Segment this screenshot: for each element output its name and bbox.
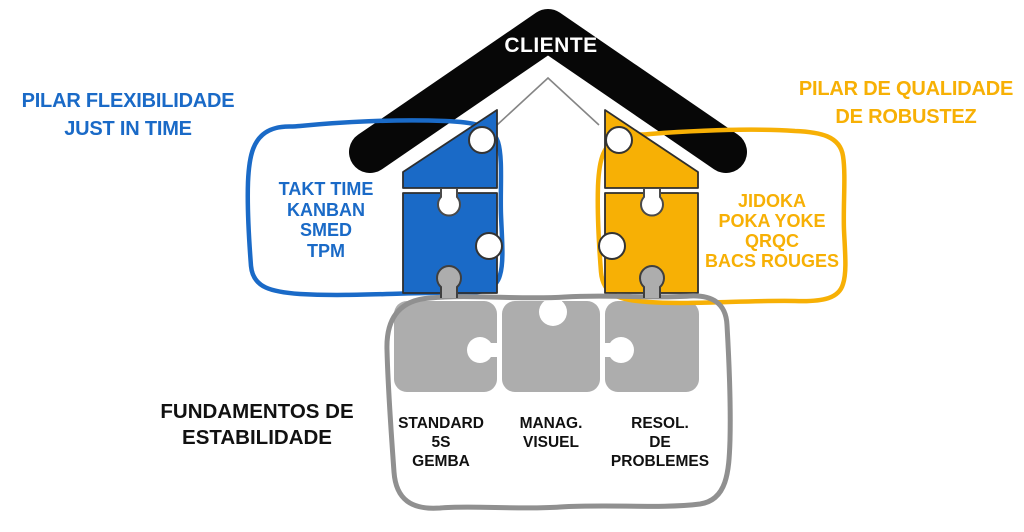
tool-item: BACS ROUGES (704, 251, 839, 271)
left-pillar-tools: TAKT TIME KANBAN SMED TPM (246, 179, 406, 261)
foundation-heading-line1: FUNDAMENTOS DE (160, 400, 354, 423)
foundation-heading: FUNDAMENTOS DE ESTABILIDADE (127, 399, 387, 451)
left-pillar-heading-line1: PILAR FLEXIBILIDADE (21, 90, 235, 112)
right-base-knob (639, 265, 665, 298)
right-box-outline (595, 127, 848, 306)
right-pillar-heading-line2: DE ROBUSTEZ (835, 106, 977, 128)
left-pillar-notch-top (468, 126, 496, 154)
right-pillar-puzzle (598, 109, 699, 294)
foundation-block-line: MANAG. (519, 415, 583, 432)
roof-label: CLIENTE (504, 34, 598, 57)
foundation-piece-left (394, 301, 497, 392)
right-pillar-heading: PILAR DE QUALIDADE DE ROBUSTEZ (781, 75, 1024, 131)
foundation-block-standard: STANDARD 5S GEMBA (376, 414, 506, 471)
foundation-block-line: DE (649, 434, 671, 451)
foundation-block-line: PROBLEMES (610, 453, 710, 470)
right-pillar-tools: JIDOKA POKA YOKE QRQC BACS ROUGES (682, 191, 862, 271)
foundation-puzzle (394, 298, 699, 392)
joint-knob-left (467, 337, 493, 363)
left-pillar-heading-line2: JUST IN TIME (64, 118, 192, 140)
house-inner-outline (496, 76, 600, 126)
foundation-piece-middle (502, 301, 600, 392)
left-pillar-joint-knob (437, 189, 461, 217)
foundation-block-line: STANDARD (398, 415, 484, 432)
joint-knob-right (608, 337, 634, 363)
left-pillar-heading: PILAR FLEXIBILIDADE JUST IN TIME (3, 87, 253, 143)
right-pillar-joint-knob (640, 189, 664, 217)
left-base-knob (436, 265, 462, 298)
tool-item: TAKT TIME (278, 179, 374, 199)
right-pillar-notch-top (605, 126, 633, 154)
roof-shape (349, 9, 747, 173)
foundation-block-line: VISUEL (523, 434, 579, 451)
left-pillar-bottom-piece (402, 192, 498, 294)
foundation-block-line: RESOL. (631, 415, 689, 432)
top-notch (539, 298, 567, 326)
foundation-block-line: 5S (431, 434, 451, 451)
right-pillar-notch-bottom (598, 232, 626, 260)
tool-item: QRQC (745, 231, 799, 251)
tool-item: SMED (299, 220, 352, 240)
foundation-frame-outline (384, 293, 733, 511)
foundation-block-manag-visuel: MANAG. VISUEL (486, 414, 616, 452)
right-pillar-bottom-piece (604, 192, 699, 294)
left-pillar-notch-bottom (475, 232, 503, 260)
tool-item: TPM (307, 240, 345, 261)
left-pillar-puzzle (402, 109, 503, 294)
tool-item: JIDOKA (737, 191, 806, 211)
tool-item: POKA YOKE (718, 211, 826, 231)
right-pillar-heading-line1: PILAR DE QUALIDADE (798, 78, 1014, 100)
foundation-piece-right (605, 301, 699, 392)
foundation-heading-line2: ESTABILIDADE (182, 426, 332, 449)
foundation-block-line: GEMBA (412, 453, 470, 470)
tool-item: KANBAN (287, 199, 365, 220)
foundation-block-resol-problemes: RESOL. DE PROBLEMES (595, 414, 725, 471)
